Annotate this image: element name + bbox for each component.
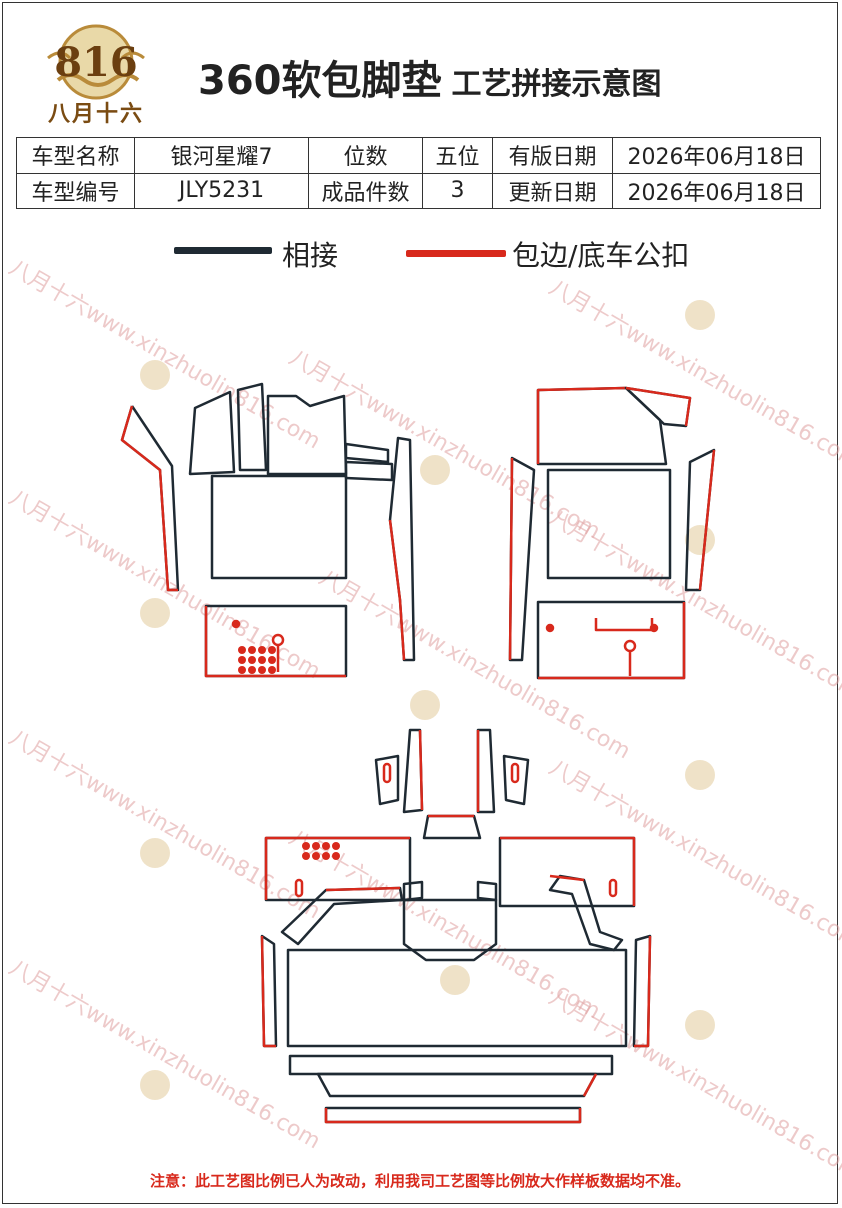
piece-console-right-tall	[476, 728, 496, 814]
piece-rear-center-right	[476, 880, 498, 902]
piece-rear-left-slot	[294, 878, 304, 898]
piece-passenger-main	[536, 386, 668, 466]
piece-console-left-slot	[382, 762, 392, 784]
piece-driver-tunnel-edge	[388, 519, 406, 661]
logo-emblem-text: 816	[54, 39, 138, 86]
legend-label-edge: 包边/底车公扣	[512, 239, 690, 272]
piece-driver-hole	[231, 619, 241, 629]
piece-console-right-small	[502, 754, 530, 806]
legend-label-join: 相接	[282, 239, 339, 272]
piece-passenger-tunnel	[508, 456, 536, 662]
watermark-logo-icon	[440, 965, 470, 995]
info-row: 车型名称 银河星耀7 位数 五位 有版日期 2026年06月18日	[16, 137, 821, 174]
watermark-logo-icon	[685, 300, 715, 330]
piece-passenger-floor	[546, 468, 672, 580]
watermark-logo-icon	[685, 760, 715, 790]
piece-rear-right-strip-edge	[549, 874, 585, 882]
page-title: 360软包脚垫工艺拼接示意图	[198, 48, 662, 104]
piece-rear-center-left	[402, 880, 424, 902]
info-cell: 五位	[422, 137, 493, 174]
piece-driver-panel	[188, 390, 236, 476]
piece-passenger-hole	[545, 623, 555, 633]
logo-brand-text: 八月十六	[47, 102, 144, 127]
piece-passenger-hole	[623, 639, 637, 653]
legend-line-edge	[406, 250, 506, 257]
piece-rear-right-side-edge	[634, 935, 652, 1048]
piece-driver-panel-2	[236, 382, 268, 472]
piece-rear-left-side-edge	[260, 935, 276, 1048]
piece-driver-left-side-edge	[120, 405, 178, 592]
piece-trunk-strip-edge	[324, 1108, 582, 1124]
piece-passenger-heel-edge	[538, 602, 686, 680]
piece-console-left-small	[374, 754, 400, 806]
piece-console-right-slot	[510, 762, 520, 784]
piece-driver-hole	[271, 633, 285, 647]
watermark-logo-icon	[410, 690, 440, 720]
watermark-logo-icon	[420, 455, 450, 485]
piece-driver-floor	[210, 474, 348, 580]
piece-console-left-tall-edge	[418, 729, 424, 811]
piece-passenger-tunnel-edge	[508, 457, 514, 661]
piece-trunk	[316, 1072, 598, 1098]
piece-rear-left-dots	[302, 842, 340, 860]
piece-driver-main	[266, 394, 348, 476]
info-cell: 银河星耀7	[134, 137, 309, 174]
info-cell: JLY5231	[134, 172, 309, 209]
piece-passenger-heel	[536, 600, 686, 680]
brand-logo: 816	[47, 24, 145, 100]
info-cell: 成品件数	[308, 172, 423, 209]
piece-driver-left-side	[120, 405, 180, 592]
watermark-logo-icon	[140, 598, 170, 628]
piece-rear-bar	[288, 1054, 614, 1076]
watermark-logo-icon	[140, 1070, 170, 1100]
info-cell: 更新日期	[492, 172, 613, 209]
watermark-logo-icon	[140, 360, 170, 390]
piece-rear-left-top-edge	[264, 836, 410, 900]
piece-passenger-main-edge	[536, 386, 627, 464]
piece-driver-heel	[204, 604, 348, 678]
title-main: 360软包脚垫	[198, 58, 442, 104]
piece-passenger-right-side	[684, 448, 716, 592]
disclaimer-note: 注意：此工艺图比例已人为改动，利用我司工艺图等比例放大作样板数据均不准。	[149, 1172, 690, 1190]
info-row: 车型编号 JLY5231 成品件数 3 更新日期 2026年06月18日	[16, 172, 821, 209]
piece-console-center	[422, 814, 482, 840]
piece-passenger-hole	[649, 623, 659, 633]
vehicle-info-table: 车型名称 银河星耀7 位数 五位 有版日期 2026年06月18日 车型编号 J…	[16, 137, 821, 209]
piece-rear-right-top-edge	[500, 836, 636, 906]
piece-rear-left-strip-edge	[325, 886, 401, 892]
legend-line-join	[174, 247, 272, 254]
piece-rear-right-slot	[608, 878, 618, 898]
watermark-logo-icon	[685, 525, 715, 555]
info-cell: 车型编号	[16, 172, 135, 209]
piece-rear-floor	[286, 948, 628, 1048]
piece-passenger-panel-edge	[625, 386, 692, 427]
piece-driver-foot-bar-2	[344, 460, 394, 482]
piece-trunk-edge	[582, 1073, 598, 1097]
info-cell: 2026年06月18日	[612, 172, 821, 209]
piece-passenger-slot	[594, 618, 654, 632]
piece-passenger-right-side-edge	[698, 449, 716, 591]
watermark-logo-icon	[140, 838, 170, 868]
title-sub: 工艺拼接示意图	[451, 67, 662, 102]
info-cell: 位数	[308, 137, 423, 174]
watermark-logo-icon	[685, 1010, 715, 1040]
info-cell: 车型名称	[16, 137, 135, 174]
info-cell: 2026年06月18日	[612, 137, 821, 174]
piece-driver-dots	[238, 646, 276, 674]
piece-trunk-strip	[324, 1106, 582, 1124]
piece-driver-heel-edge	[204, 606, 346, 678]
info-cell: 3	[422, 172, 493, 209]
pattern-pieces	[120, 382, 716, 1124]
piece-driver-foot-bar	[344, 442, 390, 464]
